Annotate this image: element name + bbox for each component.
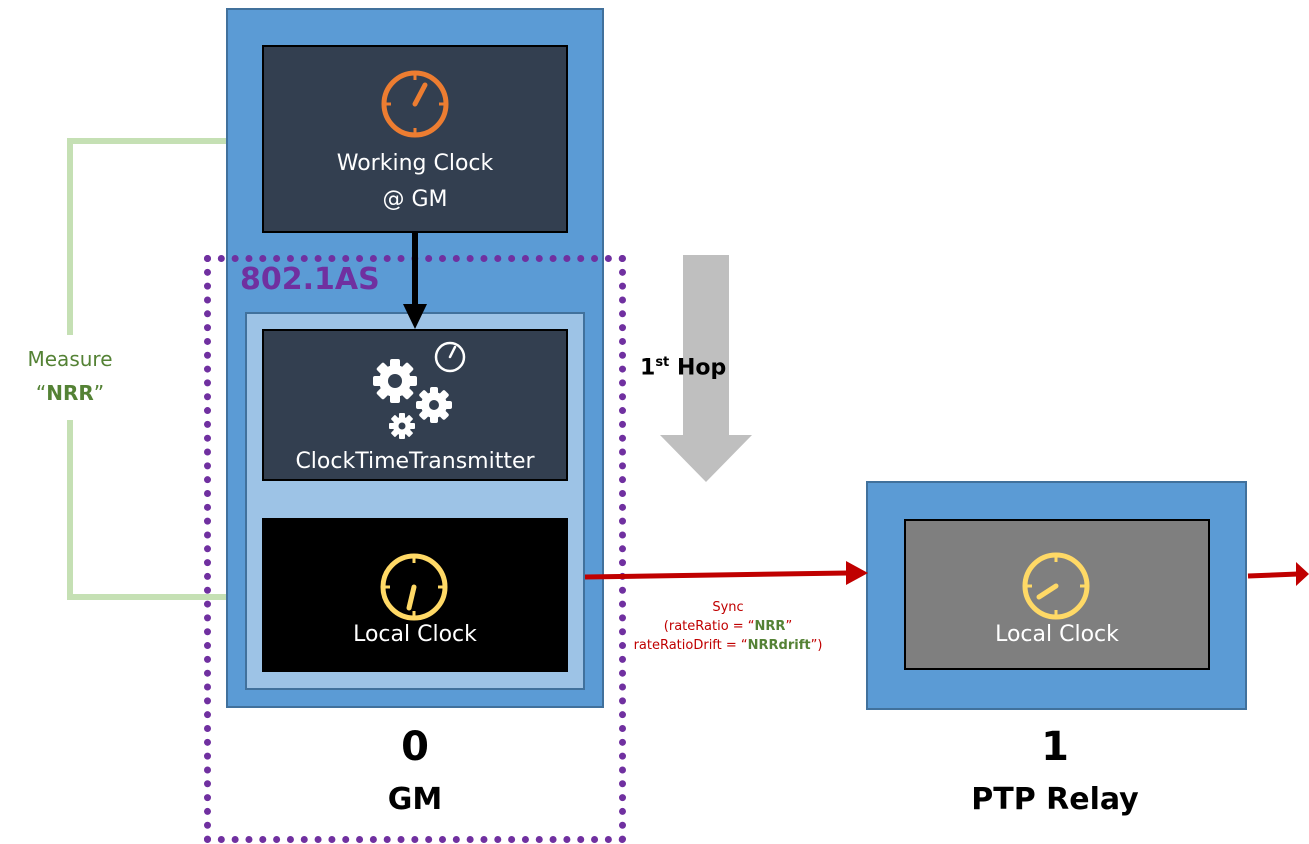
relay-local-clock-box: Local Clock [904, 519, 1210, 670]
clock-icon [380, 553, 448, 621]
relay-local-clock-label: Local Clock [995, 622, 1119, 647]
measure-nrr-label: Measure “NRR” [0, 342, 140, 410]
measure-text: Measure [27, 347, 113, 371]
sync-rate-ratio: (rateRatio = “NRR” [663, 619, 793, 634]
sync-title: Sync [712, 600, 744, 615]
ieee-8021as-label: 802.1AS [240, 262, 380, 297]
clock-time-transmitter-box: ClockTimeTransmitter [262, 329, 568, 481]
nrr-value: NRR [46, 381, 94, 405]
relay-node-number: 1 [1041, 724, 1069, 770]
measure-nrr-line: “NRR” [35, 381, 105, 405]
gears-clock-icon [373, 341, 466, 439]
gm-local-clock-box: Local Clock [262, 518, 568, 672]
sync-arrow-relay-out [1247, 562, 1309, 586]
sync-message-label: Sync (rateRatio = “NRR” rateRatioDrift =… [596, 598, 860, 655]
working-clock-gm-label: @ GM [382, 187, 448, 212]
sync-arrow-gm-to-relay [584, 561, 868, 585]
sync-rate-ratio-drift: rateRatioDrift = “NRRdrift”) [633, 638, 823, 653]
gm-node-name: GM [387, 782, 443, 817]
clock-icon [1022, 552, 1090, 620]
first-hop-label: 1st Hop [640, 355, 727, 381]
clock-icon [381, 70, 449, 138]
working-clock-label: Working Clock [336, 151, 494, 176]
hop-arrow [660, 255, 752, 482]
gm-node-number: 0 [401, 724, 429, 770]
working-clock-box: Working Clock @ GM [262, 45, 568, 233]
gm-local-clock-label: Local Clock [353, 622, 477, 647]
clock-time-transmitter-label: ClockTimeTransmitter [295, 449, 535, 474]
relay-node-name: PTP Relay [971, 782, 1139, 817]
